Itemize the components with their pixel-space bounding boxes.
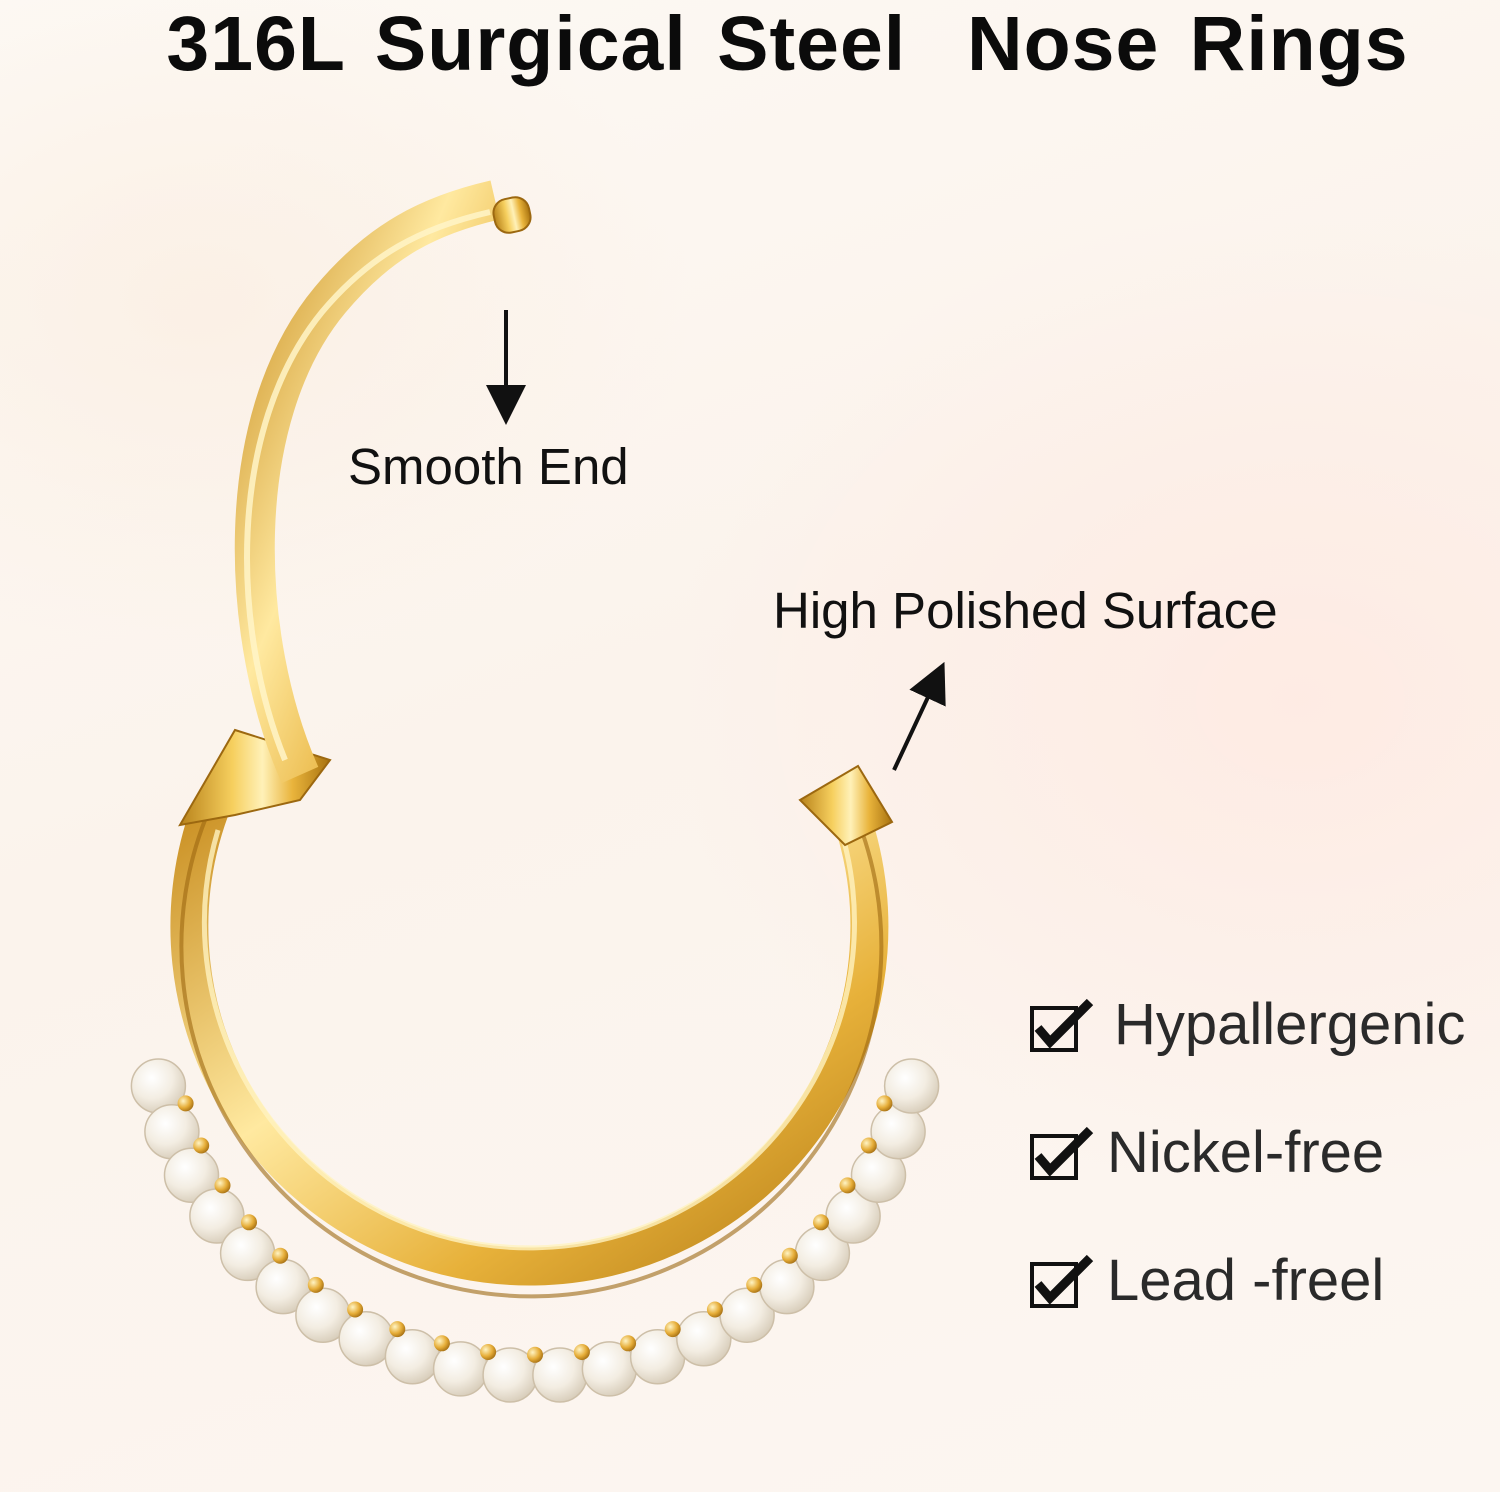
ring-pin-tip — [492, 196, 532, 234]
gold-bead — [193, 1137, 210, 1154]
gold-bead — [573, 1344, 590, 1360]
gold-bead — [214, 1177, 231, 1194]
gold-bead — [177, 1095, 194, 1112]
checkbox-checked-icon — [1030, 1254, 1094, 1308]
gold-bead — [781, 1247, 798, 1264]
gold-bead — [241, 1214, 257, 1231]
pearl — [384, 1328, 441, 1385]
gold-bead — [860, 1137, 877, 1154]
feature-item: Nickel-free — [1030, 1120, 1500, 1248]
feature-item: Lead -freel — [1030, 1248, 1500, 1376]
pearl — [163, 1147, 220, 1203]
feature-item: Hypallergenic — [1030, 992, 1500, 1120]
checkbox-checked-icon — [1030, 998, 1094, 1052]
gold-bead — [272, 1247, 289, 1264]
page-title: 316L Surgical Steel Nose Rings — [166, 1, 1409, 87]
gold-bead — [876, 1095, 893, 1112]
feature-label: Nickel-free — [1107, 1120, 1385, 1185]
feature-list: Hypallergenic Nickel-free Lead -freel — [1030, 992, 1500, 1376]
gold-bead — [706, 1301, 723, 1318]
pearl — [883, 1058, 940, 1114]
gold-bead — [839, 1177, 856, 1194]
gold-bead — [480, 1344, 497, 1360]
pearl-row — [130, 1058, 940, 1403]
feature-label: Lead -freel — [1107, 1248, 1385, 1313]
gold-bead — [746, 1276, 763, 1293]
feature-label: Hypallergenic — [1114, 992, 1466, 1057]
ring-lower-arc — [170, 792, 889, 1286]
gold-bead — [347, 1301, 364, 1318]
gold-bead — [389, 1321, 406, 1338]
gold-bead — [433, 1335, 450, 1352]
gold-bead — [620, 1335, 637, 1352]
gold-bead — [664, 1321, 681, 1338]
arrow-up-right-icon — [892, 661, 946, 771]
gold-bead — [527, 1346, 543, 1363]
checkbox-checked-icon — [1030, 1126, 1094, 1180]
gold-bead — [813, 1214, 829, 1231]
gold-bead — [307, 1276, 324, 1293]
smooth-end-label: Smooth End — [348, 438, 629, 495]
ring-edge-shadow — [179, 805, 884, 1299]
pearl — [676, 1310, 732, 1367]
ring-inner-highlight — [201, 814, 857, 1251]
ring-open-end — [798, 764, 894, 847]
ring-upper-arm-highlight — [244, 209, 491, 762]
high-polished-label: High Polished Surface — [773, 582, 1278, 639]
